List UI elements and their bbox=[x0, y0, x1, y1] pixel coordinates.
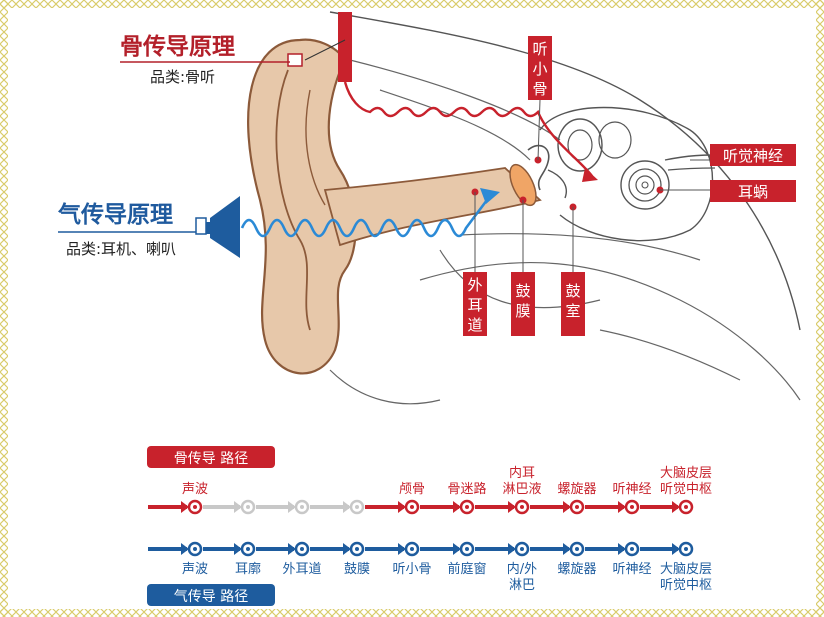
air-path-step-label-2: 耳廓 bbox=[235, 561, 261, 577]
air-path-step-label-6: 前庭窗 bbox=[447, 561, 486, 577]
bone-path-step-label-9: 听神经 bbox=[612, 482, 651, 497]
air-path-step-label-1: 声波 bbox=[182, 562, 208, 577]
air-path-step-label-8: 螺旋器 bbox=[557, 562, 596, 577]
bone-path-step-label-5: 颅骨 bbox=[399, 482, 425, 497]
bone-title: 骨传导原理 bbox=[120, 34, 235, 60]
bone-path-step-label-8: 螺旋器 bbox=[557, 482, 596, 497]
label-cochlea: 耳蜗 bbox=[710, 180, 796, 202]
bone-path-step-label-1: 声波 bbox=[182, 482, 208, 497]
speaker-icon bbox=[196, 196, 240, 258]
air-path-step-label-9: 听神经 bbox=[612, 562, 651, 577]
label-cochlea-text: 耳蜗 bbox=[738, 183, 768, 201]
air-legend-text: 气传导 路径 bbox=[174, 589, 248, 605]
cochlea-shape bbox=[621, 161, 669, 209]
air-path-step-label-10: 大脑皮层听觉中枢 bbox=[660, 562, 712, 593]
label-tympanic-cavity: 鼓室 bbox=[561, 272, 585, 336]
label-auditory-nerve-text: 听觉神经 bbox=[723, 147, 783, 165]
air-path-step-label-7: 内/外淋巴 bbox=[507, 561, 537, 593]
bone-path-step-label-7: 内耳淋巴液 bbox=[502, 465, 541, 497]
bone-subtitle: 品类:骨听 bbox=[150, 68, 215, 86]
label-ossicles-text: 听小骨 bbox=[532, 40, 547, 98]
label-eardrum: 鼓膜 bbox=[511, 272, 535, 336]
bone-path-step-label-6: 骨迷路 bbox=[447, 481, 486, 497]
bone-path-step-label-10: 大脑皮层听觉中枢 bbox=[660, 466, 712, 497]
air-path-step-label-4: 鼓膜 bbox=[344, 562, 370, 577]
bone-conduction-path: 声波 颅骨 骨迷路内耳淋巴液螺旋器 听神经大脑皮层听觉中枢 bbox=[148, 465, 712, 513]
label-ear-canal-text: 外耳道 bbox=[467, 276, 482, 334]
air-title: 气传导原理 bbox=[57, 201, 173, 228]
bone-legend-text: 骨传导 路径 bbox=[174, 451, 248, 467]
bone-path-legend: 骨传导 路径 bbox=[147, 446, 275, 468]
label-auditory-nerve: 听觉神经 bbox=[710, 144, 796, 166]
label-ossicles: 听小骨 bbox=[528, 36, 552, 100]
air-subtitle: 品类:耳机、喇叭 bbox=[66, 240, 176, 258]
label-ear-canal: 外耳道 bbox=[463, 272, 487, 336]
ear-anatomy bbox=[248, 12, 800, 404]
air-path-legend: 气传导 路径 bbox=[147, 584, 275, 606]
air-path-step-label-5: 听小骨 bbox=[392, 562, 431, 577]
air-title-block: 气传导原理 品类:耳机、喇叭 bbox=[57, 201, 196, 258]
air-path-step-label-3: 外耳道 bbox=[282, 562, 321, 577]
